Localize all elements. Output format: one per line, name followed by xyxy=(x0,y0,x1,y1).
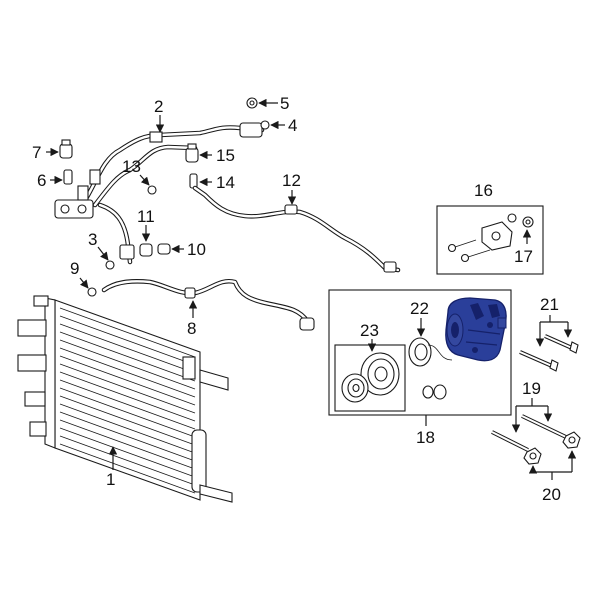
callout-23: 23 xyxy=(360,321,379,340)
callout-7: 7 xyxy=(32,143,41,162)
callout-22: 22 xyxy=(410,299,429,318)
callout-18: 18 xyxy=(416,428,435,447)
nut-20b[interactable] xyxy=(562,431,581,449)
valve-core-6[interactable] xyxy=(63,169,73,185)
liquid-line-12[interactable] xyxy=(192,185,401,273)
nut-20a[interactable] xyxy=(523,447,542,465)
hose-assembly[interactable] xyxy=(54,122,265,265)
liquid-line-8[interactable] xyxy=(101,278,315,331)
callout-12: 12 xyxy=(282,171,301,190)
cap-10[interactable] xyxy=(157,243,171,255)
cap-15[interactable] xyxy=(185,143,199,163)
bolt-21b[interactable] xyxy=(544,334,579,354)
oring-4[interactable] xyxy=(260,120,270,130)
oring-13[interactable] xyxy=(147,185,157,195)
callout-5: 5 xyxy=(280,94,289,113)
nut-16[interactable] xyxy=(507,213,517,223)
bolt-16b[interactable] xyxy=(460,249,491,263)
callout-6: 6 xyxy=(37,171,46,190)
callout-4: 4 xyxy=(288,116,297,135)
bracket-16[interactable] xyxy=(481,221,513,251)
oring-9[interactable] xyxy=(87,287,97,297)
cap-11[interactable] xyxy=(139,243,153,257)
oring-3[interactable] xyxy=(105,260,115,270)
callout-13: 13 xyxy=(122,157,141,176)
callout-14: 14 xyxy=(216,173,235,192)
cap-7[interactable] xyxy=(59,139,73,159)
callout-16: 16 xyxy=(474,181,493,200)
washer-17[interactable] xyxy=(522,216,534,228)
callout-21: 21 xyxy=(540,295,559,314)
callout-9: 9 xyxy=(70,259,79,278)
clutch-coil-22[interactable] xyxy=(408,337,453,367)
oring-5[interactable] xyxy=(246,97,258,109)
callout-17: 17 xyxy=(514,247,533,266)
stud-19a[interactable] xyxy=(491,430,529,452)
compressor[interactable] xyxy=(445,297,507,362)
callout-8: 8 xyxy=(187,319,196,338)
leader-lines xyxy=(46,98,577,480)
box-18 xyxy=(328,289,512,416)
clutch-23[interactable] xyxy=(341,352,400,403)
bolt-21a[interactable] xyxy=(519,350,559,372)
callout-20: 20 xyxy=(542,485,561,504)
callout-1: 1 xyxy=(106,470,115,489)
stud-19b[interactable] xyxy=(521,414,567,439)
snap-ring[interactable] xyxy=(422,384,447,400)
valve-core-14[interactable] xyxy=(189,173,198,189)
callout-2: 2 xyxy=(154,97,163,116)
box-16 xyxy=(436,205,544,275)
callout-15: 15 xyxy=(216,146,235,165)
callout-10: 10 xyxy=(187,240,206,259)
callout-11: 11 xyxy=(137,207,155,226)
bolt-16a[interactable] xyxy=(447,239,477,253)
condenser[interactable] xyxy=(17,295,233,503)
callout-19: 19 xyxy=(522,379,541,398)
callout-3: 3 xyxy=(88,230,97,249)
